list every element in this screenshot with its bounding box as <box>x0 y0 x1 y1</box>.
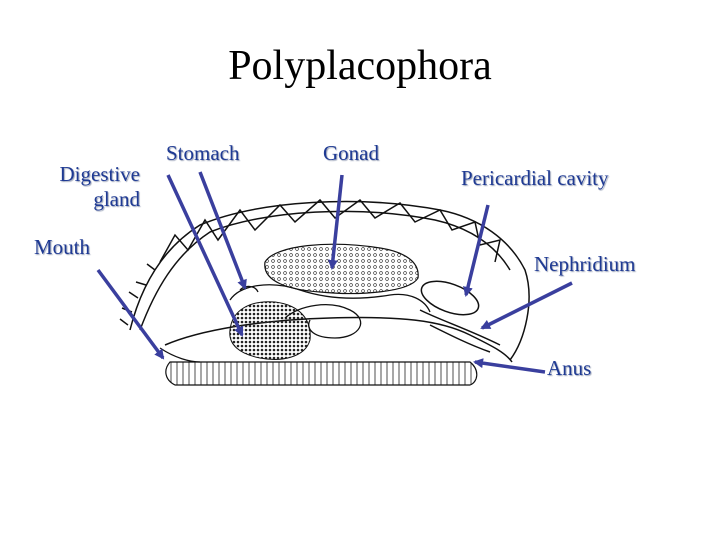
pointer-arrows <box>96 171 573 374</box>
arrow-mouth <box>96 268 165 360</box>
page-title: Polyplacophora <box>228 43 492 89</box>
label-nephridium: Nephridium <box>534 252 636 276</box>
arrow-pericardial-cavity <box>463 204 490 297</box>
arrow-anus <box>473 358 546 374</box>
label-gonad: Gonad <box>323 141 379 165</box>
label-pericardial-cavity: Pericardial cavity <box>461 166 609 190</box>
digestive-gland-region <box>229 301 311 360</box>
foot-region <box>165 361 478 386</box>
arrow-digestive-gland <box>166 174 244 337</box>
chiton-body <box>119 198 530 363</box>
arrow-nephridium <box>480 281 573 330</box>
label-digestive-gland: Digestive gland <box>59 162 140 212</box>
shell-plates <box>159 198 502 263</box>
pericardial-structure <box>420 280 480 316</box>
arrow-stomach <box>198 171 247 290</box>
label-stomach: Stomach <box>166 141 240 165</box>
label-anus: Anus <box>547 356 592 380</box>
label-mouth: Mouth <box>34 235 91 259</box>
arrow-gonad <box>327 174 344 270</box>
